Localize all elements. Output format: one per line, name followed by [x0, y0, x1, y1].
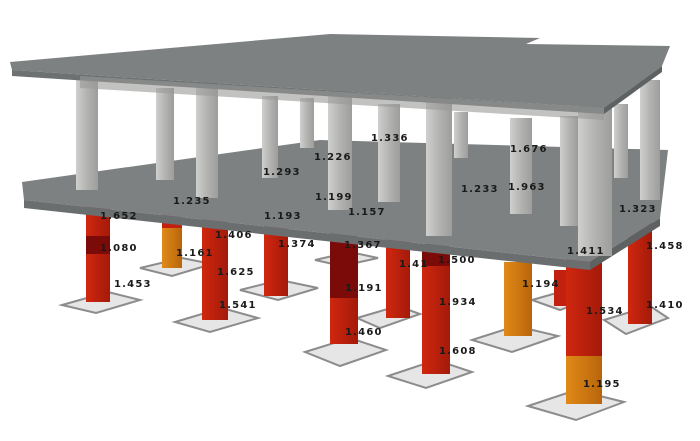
ratio-label: 1.458 — [646, 241, 684, 252]
ratio-label: 1.193 — [264, 211, 302, 222]
ratio-label: 1.336 — [371, 133, 409, 144]
ratio-label: 1.367 — [344, 240, 382, 251]
ratio-label: 1.41 — [399, 259, 429, 270]
ratio-label: 1.652 — [100, 211, 138, 222]
ratio-label: 1.411 — [567, 246, 605, 257]
ratio-label: 1.410 — [646, 300, 684, 311]
ratio-label: 1.460 — [345, 327, 383, 338]
ratio-label: 1.608 — [439, 346, 477, 357]
ratio-label: 1.534 — [586, 306, 624, 317]
ratio-label: 1.676 — [510, 144, 548, 155]
ratio-label: 1.226 — [314, 152, 352, 163]
ratio-label: 1.374 — [278, 239, 316, 250]
ratio-label: 1.541 — [219, 300, 257, 311]
ratio-label: 1.161 — [176, 248, 214, 259]
ratio-label: 1.235 — [173, 196, 211, 207]
ratio-label: 1.195 — [583, 379, 621, 390]
ratio-label: 1.453 — [114, 279, 152, 290]
roof-slab — [10, 34, 670, 120]
ratio-label: 1.934 — [439, 297, 477, 308]
ratio-label: 1.406 — [215, 230, 253, 241]
ratio-label: 1.199 — [315, 192, 353, 203]
ratio-label: 1.963 — [508, 182, 546, 193]
ratio-label: 1.293 — [263, 167, 301, 178]
ratio-label: 1.080 — [100, 243, 138, 254]
ratio-label: 1.500 — [438, 255, 476, 266]
ratio-label: 1.191 — [345, 283, 383, 294]
ratio-label: 1.323 — [619, 204, 657, 215]
ratio-label: 1.157 — [348, 207, 386, 218]
ratio-label: 1.233 — [461, 184, 499, 195]
ratio-label: 1.625 — [217, 267, 255, 278]
ratio-label: 1.194 — [522, 279, 560, 290]
